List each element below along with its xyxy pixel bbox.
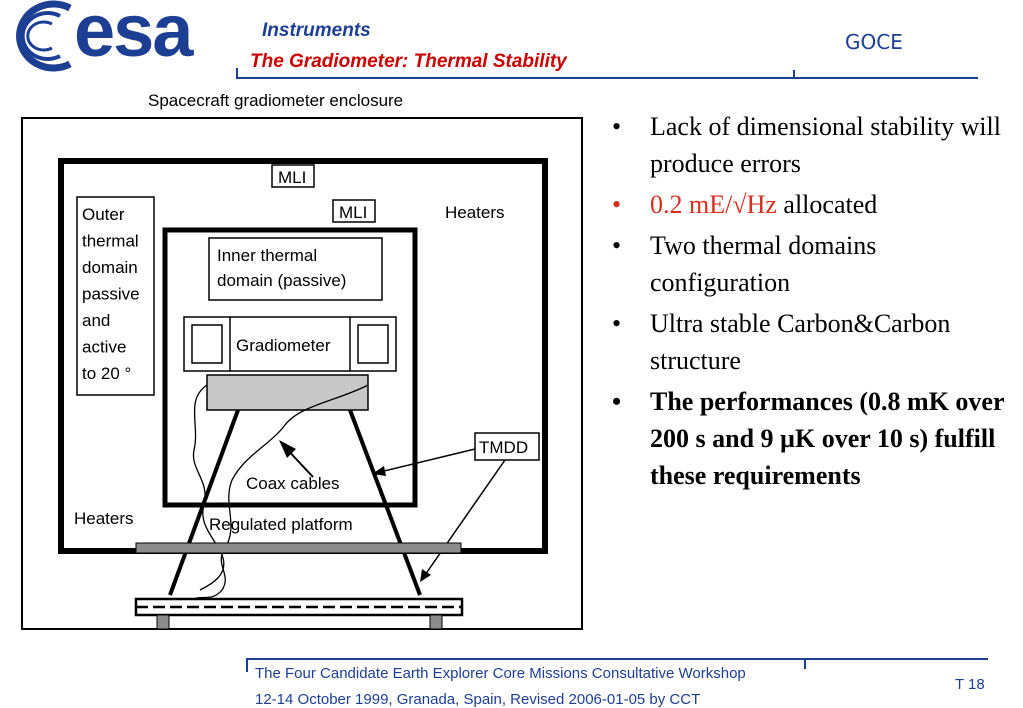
header-rule-tick-left	[236, 68, 238, 79]
gradiometer-plate	[206, 374, 369, 411]
outer-domain-text-line: domain	[82, 258, 138, 277]
footer-rule	[246, 658, 988, 660]
mission-label: GOCE	[845, 30, 903, 54]
esa-logo-icon	[16, 0, 72, 72]
section-title: Instruments	[262, 20, 371, 41]
inner-domain-label: Inner thermal domain (passive)	[217, 246, 346, 290]
outer-domain-text-line: thermal	[82, 232, 139, 251]
esa-logo-text: esa	[74, 0, 193, 72]
coax-cable-right	[189, 384, 369, 606]
regulated-platform-label: Regulated platform	[209, 515, 353, 534]
outer-domain-text-line: passive	[82, 285, 140, 304]
gradiometer-enclosure-diagram: Spacecraft gradiometer enclosure MLI MLI…	[21, 91, 583, 630]
footer-rule-tick-left	[246, 658, 248, 672]
bullet-list: •Lack of dimensional stability will prod…	[612, 108, 1012, 498]
footer-line-1: The Four Candidate Earth Explorer Core M…	[255, 665, 746, 682]
mli-outer-label: MLI	[278, 168, 306, 187]
sensor-left-inner	[191, 324, 223, 364]
coax-cables-label: Coax cables	[246, 474, 340, 493]
inner-domain-text-line: Inner thermal	[217, 246, 317, 265]
footer-line-2: 12-14 October 1999, Granada, Spain, Revi…	[255, 691, 701, 708]
inner-thermal-domain-box	[162, 227, 418, 508]
rail-foot-left	[156, 614, 170, 630]
mli-inner-label: MLI	[339, 203, 367, 222]
header-rule	[236, 77, 978, 79]
outer-domain-text-line: active	[82, 338, 126, 357]
bullet-item: •Two thermal domains configuration	[612, 231, 877, 297]
bullet-item: •Lack of dimensional stability will prod…	[612, 112, 1001, 178]
gradiometer-label: Gradiometer	[236, 336, 331, 355]
page-number: T 18	[955, 676, 985, 693]
mli-inner-box	[332, 199, 376, 223]
outer-domain-text-line: and	[82, 311, 110, 330]
tmdd-box	[474, 432, 540, 461]
sensor-right-inner	[357, 324, 389, 364]
coax-arrow-head	[279, 440, 296, 458]
spacecraft-enclosure	[21, 117, 583, 630]
footer-rule-tick-mid	[804, 658, 806, 669]
bullet-item: •0.2 mE/√Hz allocated	[612, 190, 878, 219]
page-title: The Gradiometer: Thermal Stability	[250, 51, 567, 72]
bullet-item: •Ultra stable Carbon&Carbon structure	[612, 309, 951, 375]
outer-domain-box	[76, 196, 155, 396]
header-rule-tick-mid	[793, 70, 795, 79]
rail-foot-right	[429, 614, 443, 630]
mli-outer-box	[271, 164, 315, 188]
inner-domain-box	[208, 237, 383, 301]
bullet-item: •The performances (0.8 mK over 200 s and…	[612, 387, 1005, 490]
strut-right	[348, 409, 422, 596]
outer-domain-text-line: to 20 °	[82, 364, 131, 383]
heaters-top-label: Heaters	[445, 203, 505, 222]
outer-domain-text-line: Outer	[82, 205, 125, 224]
diagram-caption: Spacecraft gradiometer enclosure	[148, 91, 403, 110]
heaters-bottom-label: Heaters	[74, 509, 134, 528]
outer-domain-label: Outer thermal domain passive and active to 20 …	[82, 205, 140, 383]
tmdd-label: TMDD	[479, 438, 528, 457]
coax-cable-left	[192, 384, 225, 591]
inner-domain-text-line: domain (passive)	[217, 271, 346, 290]
regulated-platform	[135, 542, 462, 554]
